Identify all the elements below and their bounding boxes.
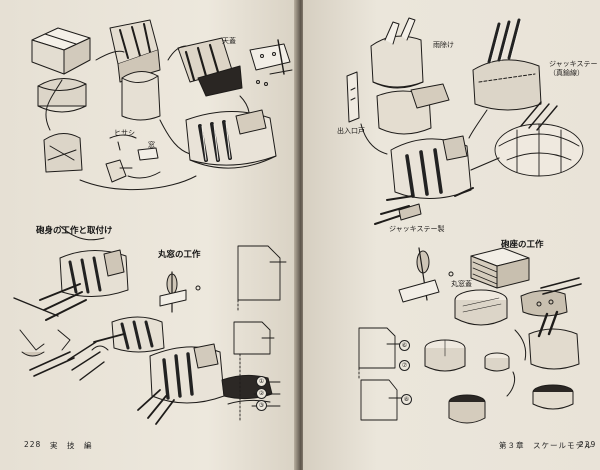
layered-base-stack-drawing: [470, 247, 530, 289]
marker-7: ⑦: [399, 360, 410, 371]
label-jack-stay-making: ジャッキステー製: [389, 225, 445, 233]
folio-chapter-right: 第３章 スケールモデル: [499, 441, 593, 450]
hatch-drawing: [346, 71, 360, 123]
label-porthole-lid: 丸窓蓋: [451, 280, 472, 288]
folio-title-left: 実 技 編: [50, 441, 93, 450]
right-page: 雨除け ジャッキステー （真鍮線） 出入口戸 ジャッキステー製 砲座の工作 丸窓…: [303, 0, 600, 470]
marker-3: ③: [256, 400, 267, 411]
label-hisashi: ヒサシ: [114, 129, 135, 137]
turret-side-drawing: [43, 133, 83, 173]
marker-6: ⑥: [399, 340, 410, 351]
turret-with-rain-guard-drawing: [370, 17, 424, 89]
turret-base-drawing: [376, 83, 450, 135]
assembled-turret-drawing: [185, 109, 277, 169]
left-illustrations: [13, 19, 293, 425]
folio-page-number-left: 228: [24, 440, 42, 449]
small-turret-right-drawing: [520, 277, 582, 317]
turret-wireframe-drawing: [494, 101, 584, 177]
label-jack-stay-brass: ジャッキステー （真鍮線）: [549, 60, 598, 77]
porthole-tool-drawing: [159, 271, 201, 313]
label-window: 窓: [148, 141, 155, 149]
turret-front-drawing: [37, 78, 87, 113]
barrel-turret-mid-drawing: [93, 316, 165, 353]
assembled-turret-right-drawing: [374, 135, 500, 225]
barrel-parts-drawing: [13, 297, 109, 381]
folio-page-number-right: 229: [579, 440, 597, 449]
wood-block-drawing: [31, 27, 91, 75]
roof-plate-drawing: [249, 39, 293, 86]
marker-2: ②: [256, 388, 267, 399]
label-rain-guard: 雨除け: [433, 41, 454, 49]
visor-parts-drawing: [105, 134, 161, 183]
turret-on-base-drawing: [528, 310, 580, 410]
heading-base-work: 砲座の工作: [501, 240, 544, 250]
label-hatch: 出入口戸: [337, 127, 365, 135]
left-page: 天蓋 ヒサシ 窓 砲身の工作と取付け 丸窓の工作 ① ② ③ 228 実 技 編: [0, 0, 297, 470]
turret-jack-stay-drawing: [472, 18, 542, 111]
marker-8: ⑧: [401, 394, 412, 405]
porthole-tool-right-drawing: [398, 247, 454, 303]
barrel-turret-lower-drawing: [137, 343, 273, 425]
barrel-turret-upper-drawing: [39, 249, 129, 321]
label-roof: 天蓋: [222, 37, 236, 45]
heading-barrel-work: 砲身の工作と取付け: [36, 226, 113, 236]
right-illustrations: [346, 17, 584, 424]
disk-layers-drawing: [424, 289, 510, 424]
marker-1: ①: [256, 376, 267, 387]
gun-housing-wedge-drawing: [177, 37, 243, 97]
base-profile-drawing: [358, 327, 404, 421]
turret-body-drawing: [121, 71, 161, 121]
heading-porthole-work: 丸窓の工作: [158, 250, 201, 260]
